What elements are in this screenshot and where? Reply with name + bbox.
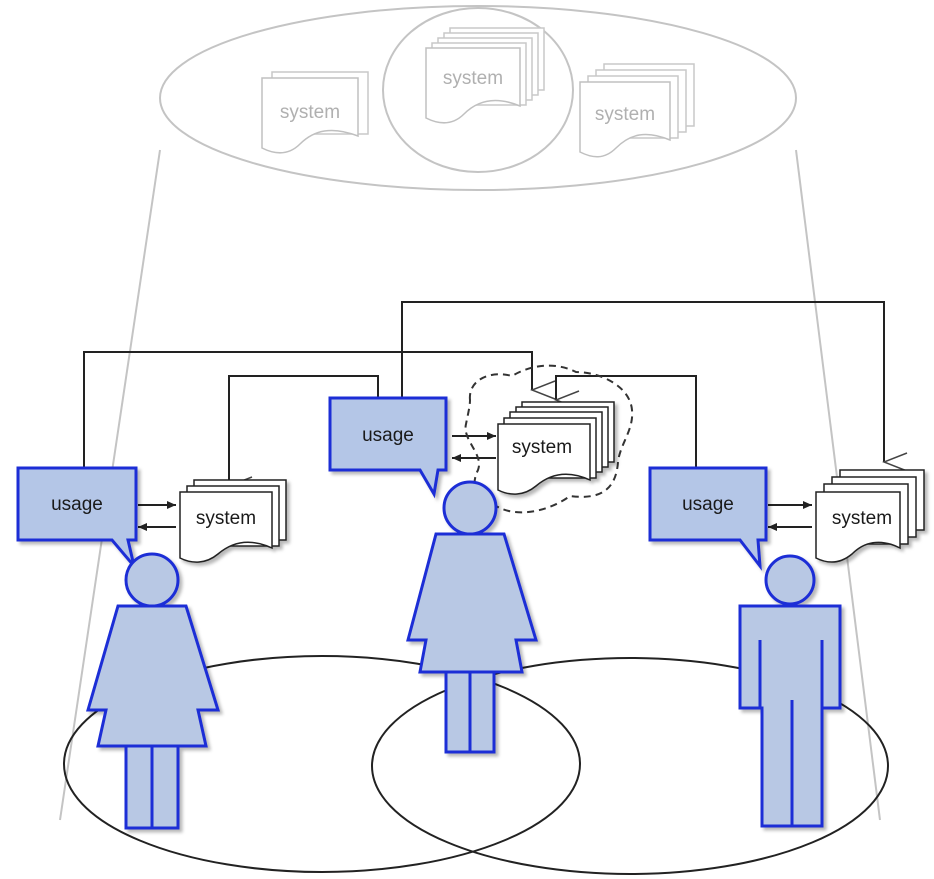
bottom-ellipse-left [63, 655, 581, 873]
system-label: system [512, 437, 572, 458]
connector-center-to-right [401, 301, 884, 462]
top-system-doc-left: system [261, 71, 369, 154]
person-dress [406, 532, 539, 674]
connector-right-to-center [556, 375, 697, 468]
usage-label: usage [682, 494, 734, 515]
top-ellipse-center [382, 7, 574, 173]
system-doc-center [497, 401, 615, 495]
bottom-ellipse-right [371, 657, 889, 875]
system-label: system [832, 508, 892, 529]
person-male-right [738, 554, 842, 828]
person-female-left [86, 552, 221, 830]
connectors [83, 301, 884, 531]
system-label: system [196, 508, 256, 529]
top-ellipse-wide [159, 5, 797, 191]
person-dress [86, 604, 221, 748]
person-head [442, 480, 498, 536]
usage-box-right [648, 466, 768, 571]
person-leg [124, 744, 154, 830]
person-leg [444, 670, 472, 754]
top-system-label: system [595, 104, 655, 125]
person-leg [468, 670, 496, 754]
person-head [764, 554, 816, 606]
usage-label: usage [51, 494, 103, 515]
top-system-group: system system system [59, 5, 881, 821]
person-head [124, 552, 180, 608]
usage-label: usage [362, 425, 414, 446]
connector-center-to-left [229, 375, 379, 486]
person-female-center [406, 480, 539, 754]
system-doc-left [179, 479, 287, 563]
usage-box-left [16, 466, 138, 567]
top-system-label: system [280, 102, 340, 123]
bottom-ellipses [63, 655, 889, 875]
usage-box-center [328, 396, 448, 499]
system-doc-right [815, 469, 925, 563]
top-system-label: system [443, 68, 503, 89]
person-leg [150, 744, 180, 830]
top-system-doc-right: system [579, 63, 695, 158]
top-system-doc-center: system [425, 27, 545, 124]
center-system-dashed-boundary [464, 364, 634, 514]
connector-left-to-center [83, 351, 532, 470]
person-body [738, 604, 842, 828]
